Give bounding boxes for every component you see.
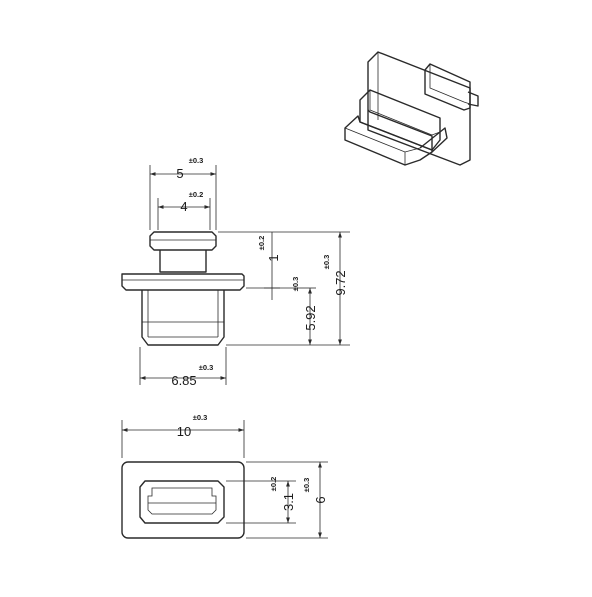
isometric-view bbox=[344, 51, 479, 166]
side-view-extension-lines bbox=[218, 231, 350, 346]
front-view-extension-lines bbox=[226, 461, 328, 539]
dim-top-width-outer-value: 5 bbox=[176, 166, 183, 181]
dim-opening-height: 3.1 ±0.2 bbox=[269, 477, 296, 523]
dim-cap-height: 1 ±0.2 bbox=[257, 232, 281, 300]
dim-base-width-tolerance: ±0.3 bbox=[199, 363, 214, 372]
dim-total-height: 9.72 ±0.3 bbox=[322, 232, 348, 345]
dim-body-height: 5.92 ±0.3 bbox=[291, 277, 318, 345]
dim-opening-height-tolerance: ±0.2 bbox=[269, 477, 278, 492]
dim-front-height-value: 6 bbox=[313, 496, 328, 503]
dim-total-height-value: 9.72 bbox=[333, 270, 348, 295]
dim-base-width-value: 6.85 bbox=[171, 373, 196, 388]
dim-top-width-inner-tolerance: ±0.2 bbox=[189, 190, 204, 199]
dim-body-height-value: 5.92 bbox=[303, 305, 318, 330]
dim-opening-height-value: 3.1 bbox=[281, 493, 296, 511]
dim-front-height-tolerance: ±0.3 bbox=[302, 478, 311, 493]
dim-front-width: 10 ±0.3 bbox=[121, 413, 245, 458]
dim-front-width-value: 10 bbox=[177, 424, 191, 439]
dim-top-width-outer-tolerance: ±0.3 bbox=[189, 156, 204, 165]
dim-body-height-tolerance: ±0.3 bbox=[291, 277, 300, 292]
dim-front-width-tolerance: ±0.3 bbox=[193, 413, 208, 422]
dim-top-width-inner-value: 4 bbox=[180, 199, 187, 214]
front-view bbox=[121, 461, 245, 539]
dim-base-width: 6.85 ±0.3 bbox=[139, 347, 227, 388]
side-view bbox=[121, 231, 245, 346]
dim-top-width-outer: 5 ±0.3 bbox=[149, 156, 217, 230]
dim-front-height: 6 ±0.3 bbox=[302, 462, 328, 538]
dim-cap-height-tolerance: ±0.2 bbox=[257, 236, 266, 251]
dim-cap-height-value: 1 bbox=[266, 254, 281, 261]
dim-top-width-inner: 4 ±0.2 bbox=[157, 190, 211, 230]
dim-total-height-tolerance: ±0.3 bbox=[322, 255, 331, 270]
